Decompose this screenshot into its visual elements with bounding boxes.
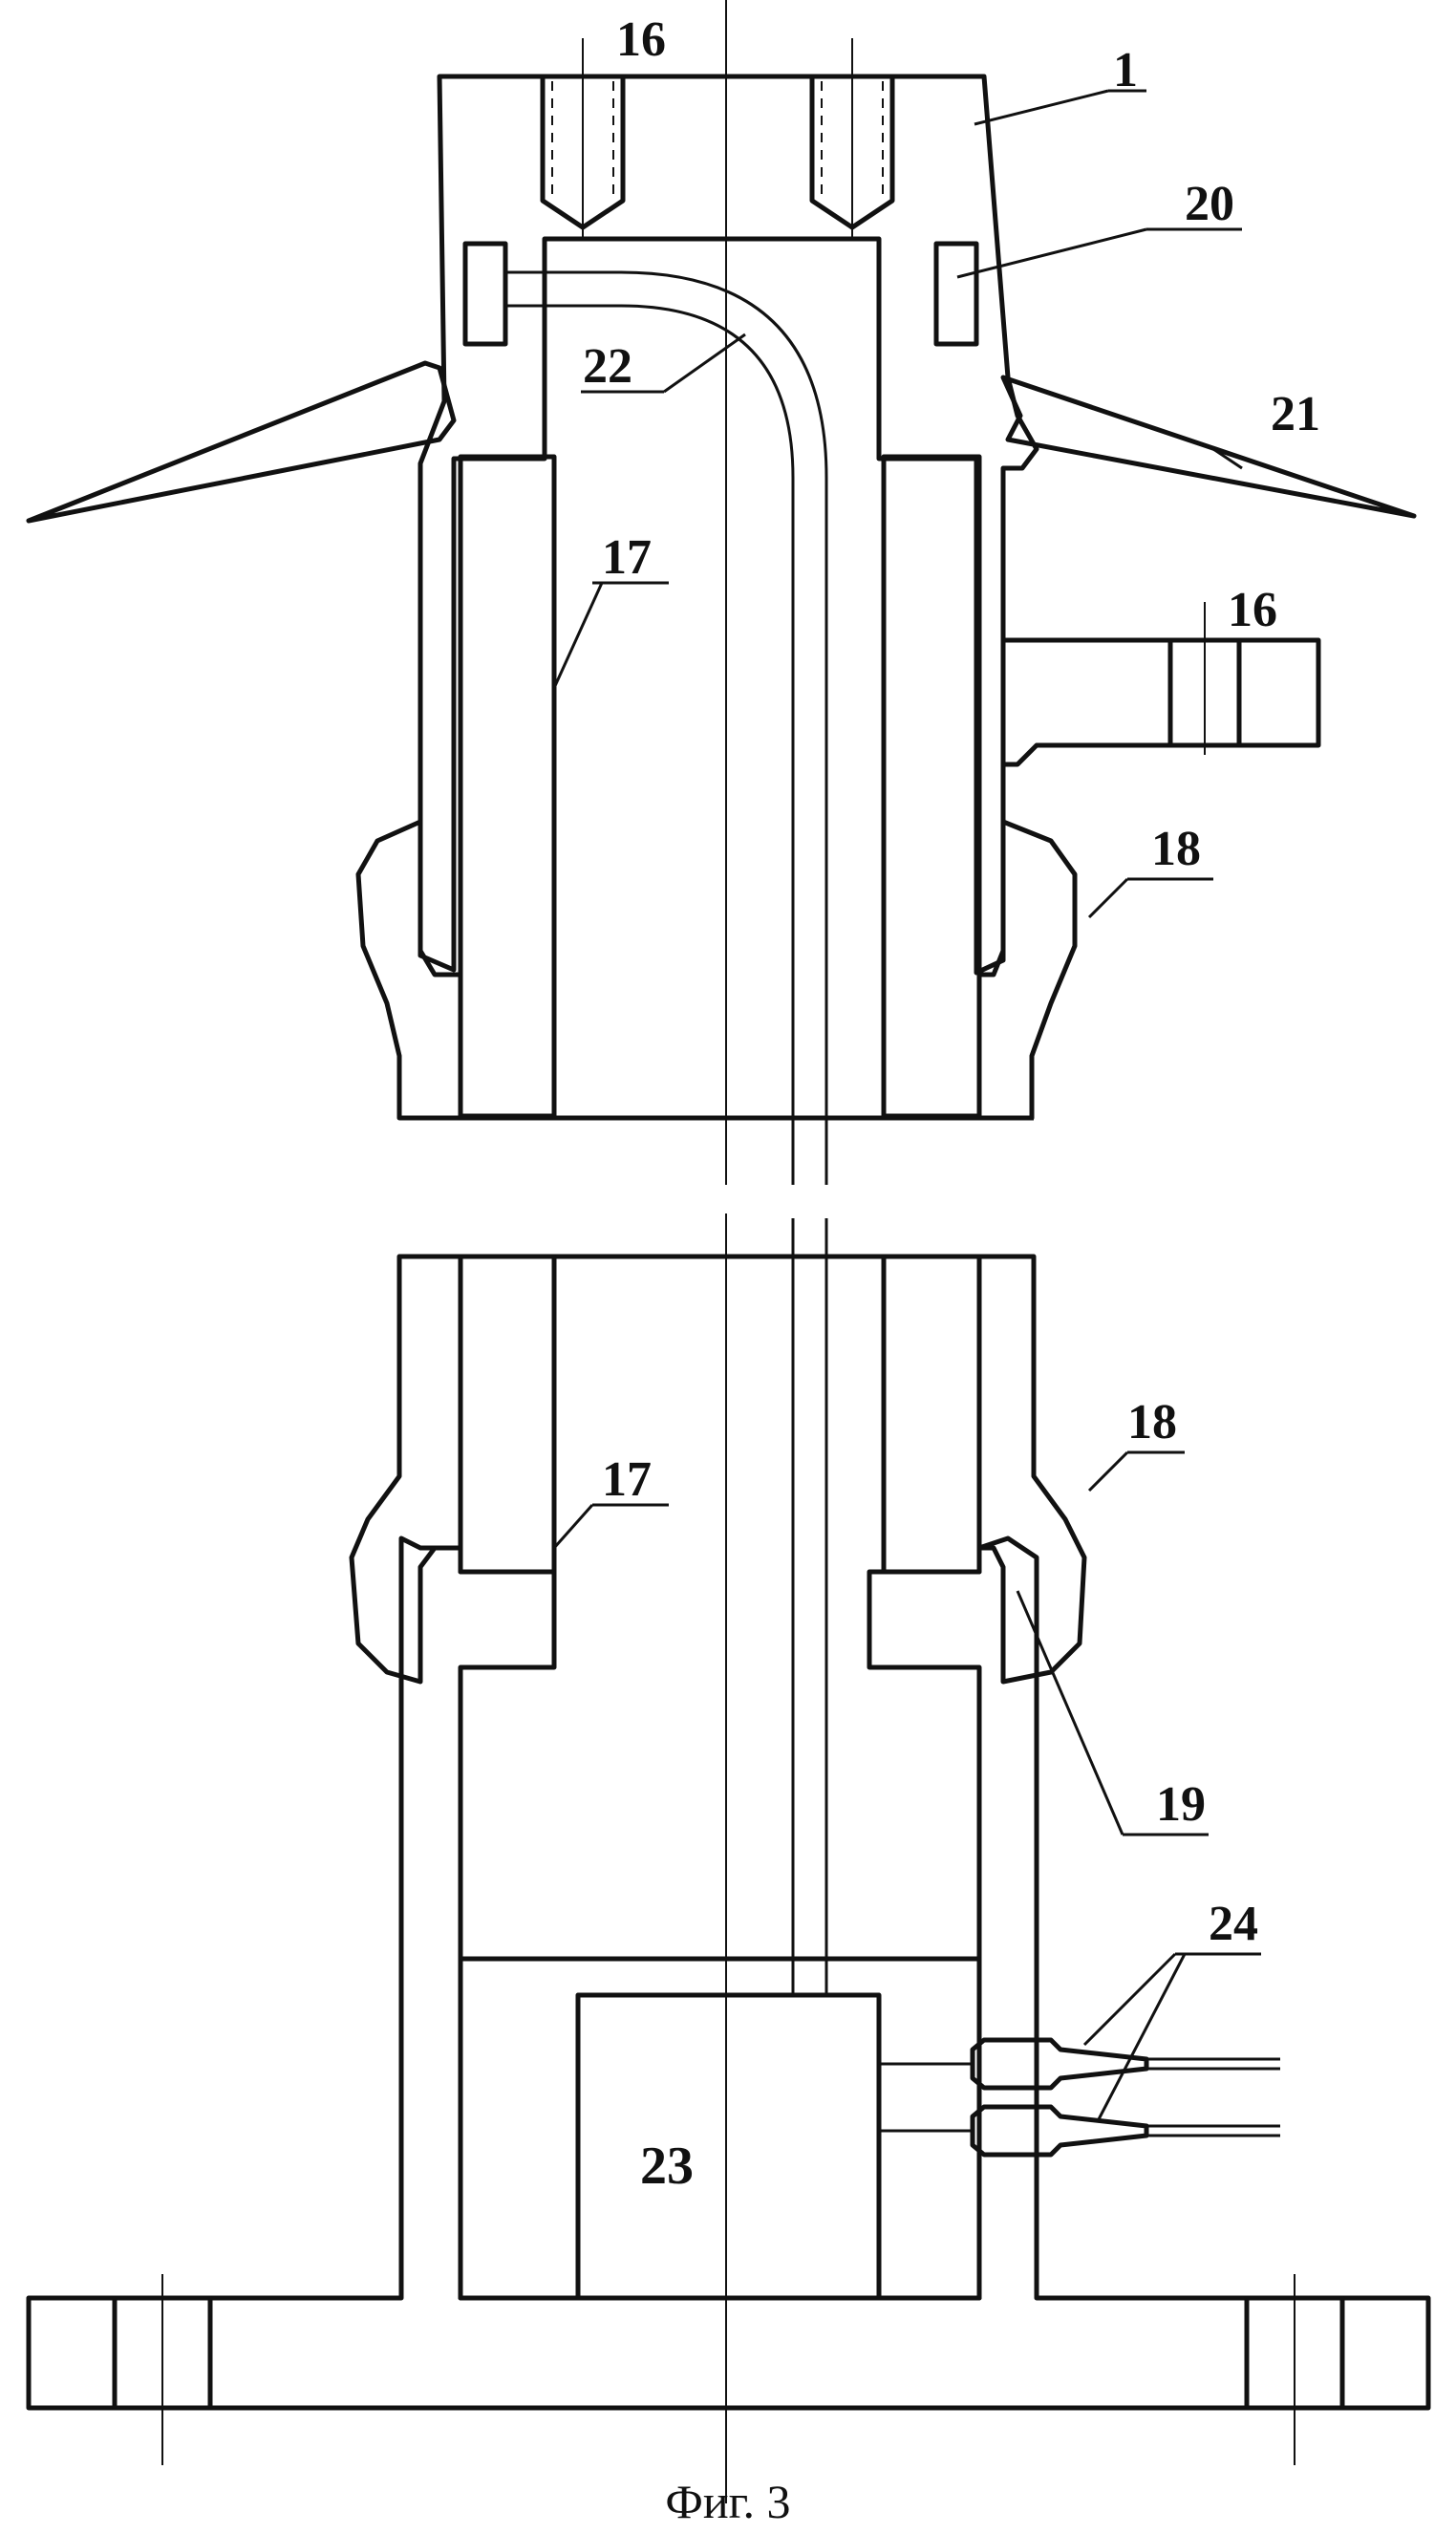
sleeve-18-upper-right (976, 819, 1078, 1121)
label-23: 23 (640, 2137, 694, 2196)
label-24: 24 (1209, 1897, 1258, 1951)
label-17-lower: 17 (602, 1452, 652, 1507)
liner-17-upper-left (458, 454, 557, 1119)
cap-body-part-1 (418, 74, 1039, 976)
label-1: 1 (1113, 43, 1138, 97)
liner-17-lower-left (458, 1254, 557, 1575)
liner-17-lower-right (881, 1254, 982, 1575)
lower-assembly (26, 1254, 1431, 2411)
connector-24-lower (879, 2104, 1280, 2158)
leader-lines (552, 89, 1261, 2120)
wing-21-left (26, 360, 457, 524)
label-18-lower: 18 (1127, 1395, 1177, 1450)
label-17-upper: 17 (602, 530, 652, 585)
label-16-side: 16 (1228, 583, 1277, 637)
sleeve-18-lower-left (349, 1254, 463, 1685)
figure-caption: Фиг. 3 (665, 2475, 790, 2528)
upper-assembly (26, 74, 1417, 1121)
label-21: 21 (1271, 387, 1320, 441)
labels: 16 1 20 22 21 17 16 18 18 17 19 24 23 (583, 12, 1320, 2196)
centerlines (161, 0, 1295, 2503)
liner-17-upper-right (881, 454, 982, 1119)
insert-20-right (933, 241, 979, 347)
cable-22 (506, 270, 828, 1995)
insert-20-left (462, 241, 508, 347)
wing-21-right (1000, 375, 1417, 519)
label-16-top: 16 (616, 12, 666, 67)
label-22: 22 (583, 339, 632, 394)
sleeve-18-lower-right (976, 1254, 1087, 1685)
label-18-upper: 18 (1151, 822, 1201, 876)
threaded-hole-right (809, 74, 895, 230)
label-20: 20 (1185, 177, 1234, 231)
label-19: 19 (1156, 1777, 1206, 1832)
connector-24-upper (879, 2037, 1280, 2091)
sleeve-18-upper-left (355, 819, 463, 1121)
side-lug-16 (1000, 637, 1321, 767)
threaded-hole-left (540, 74, 626, 230)
